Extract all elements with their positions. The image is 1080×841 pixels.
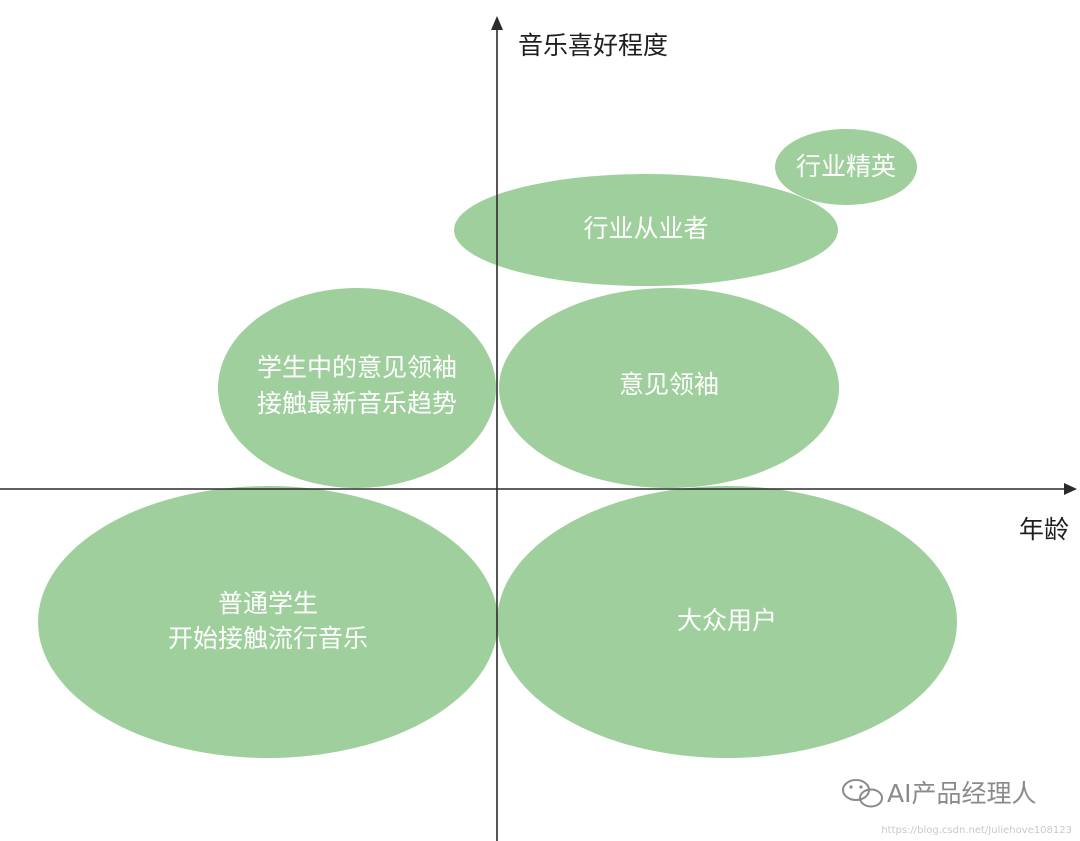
bubble-student-opinion-leaders-line2: 接触最新音乐趋势: [257, 389, 457, 418]
bubble-practitioners-shape: [454, 174, 838, 286]
bubble-mass-users-label: 大众用户: [677, 606, 777, 635]
bubble-practitioners-label: 行业从业者: [583, 214, 708, 243]
bubble-opinion-leaders: 意见领袖: [499, 288, 839, 488]
y-axis-title: 音乐喜好程度: [518, 31, 668, 60]
bubble-student-opinion-leaders-line1: 学生中的意见领袖: [257, 353, 457, 382]
bubble-industry-elite: 行业精英: [775, 129, 917, 205]
bubble-practitioners: 行业从业者: [454, 174, 838, 286]
y-axis: 音乐喜好程度: [491, 16, 668, 841]
watermark: AI产品经理人 https://blog.csdn.net/Juliehove1…: [842, 779, 1072, 836]
bubble-ordinary-students: 普通学生 开始接触流行音乐: [38, 486, 498, 758]
x-axis-title: 年龄: [1019, 515, 1069, 544]
x-axis: 年龄: [0, 483, 1077, 544]
bubble-student-opinion-leaders: 学生中的意见领袖 接触最新音乐趋势: [218, 288, 496, 488]
watermark-url: https://blog.csdn.net/Juliehove108123: [881, 825, 1072, 836]
y-axis-arrow-icon: [491, 16, 503, 30]
bubble-student-opinion-leaders-shape: [218, 288, 496, 488]
bubble-industry-elite-shape: [775, 129, 917, 205]
bubble-opinion-leaders-label: 意见领袖: [619, 370, 719, 399]
bubble-ordinary-students-line1: 普通学生: [218, 589, 318, 618]
bubble-ordinary-students-shape: [38, 486, 498, 758]
bubble-mass-users: 大众用户: [497, 486, 957, 758]
bubble-ordinary-students-line2: 开始接触流行音乐: [168, 624, 368, 653]
wechat-icon: [842, 779, 883, 808]
bubble-industry-elite-label: 行业精英: [796, 152, 896, 181]
bubble-mass-users-shape: [497, 486, 957, 758]
bubble-opinion-leaders-shape: [499, 288, 839, 488]
watermark-account: AI产品经理人: [887, 779, 1036, 808]
x-axis-arrow-icon: [1064, 483, 1077, 495]
